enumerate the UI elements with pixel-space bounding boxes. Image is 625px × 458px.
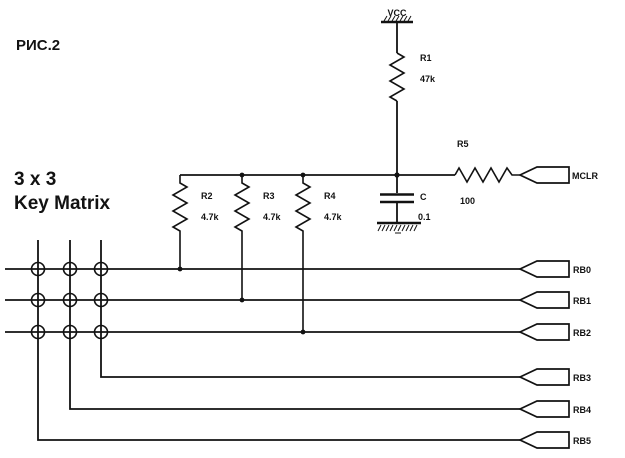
ground-symbol: [377, 221, 421, 234]
matrix-caption-line2: Key Matrix: [14, 193, 111, 214]
resistor-r3-body: [233, 175, 251, 300]
figure-title: РИС.2: [16, 37, 60, 54]
r4-value-label: 4.7k: [324, 212, 343, 222]
r3-value-label: 4.7k: [263, 212, 282, 222]
pin-rb5: RB5: [518, 431, 591, 449]
pin-rb5-flag: [518, 431, 570, 449]
ground-hatch: [377, 224, 418, 234]
key-switch: [30, 324, 46, 340]
junction-dot: [300, 329, 306, 335]
pin-rb1: RB1: [518, 291, 591, 309]
pin-rb3-label: RB3: [573, 373, 591, 383]
c-ref-label: C: [420, 192, 427, 202]
r5-value-label: 100: [460, 196, 475, 206]
wire-column-rb3: [100, 240, 520, 378]
pin-rb4: RB4: [518, 400, 591, 418]
junction-dot: [394, 172, 400, 178]
pin-rb1-flag: [518, 291, 570, 309]
wire-column-rb5: [37, 240, 520, 441]
c-value-label: 0.1: [418, 212, 431, 222]
vcc-symbol: VCC: [381, 8, 413, 24]
r4-ref-label: R4: [324, 191, 336, 201]
r1-value-label: 47k: [420, 74, 436, 84]
junction-dot: [300, 172, 306, 178]
resistor-r5: R5 100: [454, 139, 520, 206]
wire-column-rb4: [69, 240, 520, 410]
r3-ref-label: R3: [263, 191, 275, 201]
pin-mclr-flag: [518, 166, 570, 184]
junction-dots: [177, 172, 400, 335]
matrix-caption-line1: 3 x 3: [14, 169, 56, 190]
key-matrix: [30, 261, 109, 340]
key-switch: [93, 324, 109, 340]
junction-dot: [177, 266, 183, 272]
key-switch: [62, 292, 78, 308]
pin-rb2: RB2: [518, 323, 591, 341]
junction-dot: [239, 172, 245, 178]
vcc-label: VCC: [387, 8, 407, 18]
resistor-r3: R3 4.7k: [233, 175, 282, 300]
resistor-r2-body: [171, 175, 189, 269]
key-switch: [93, 292, 109, 308]
pin-rb2-label: RB2: [573, 328, 591, 338]
key-switch: [30, 292, 46, 308]
key-switch: [62, 261, 78, 277]
pin-rb4-flag: [518, 400, 570, 418]
pin-rb3: RB3: [518, 368, 591, 386]
pin-rb0: RB0: [518, 260, 591, 278]
r2-ref-label: R2: [201, 191, 213, 201]
pin-rb3-flag: [518, 368, 570, 386]
r5-ref-label: R5: [457, 139, 469, 149]
key-switch: [62, 324, 78, 340]
resistor-r2: R2 4.7k: [171, 175, 220, 269]
resistor-r1-body: [388, 52, 406, 102]
resistor-r4: R4 4.7k: [294, 175, 343, 332]
resistor-r4-body: [294, 175, 312, 332]
resistor-r5-body: [454, 166, 520, 184]
pin-rb0-label: RB0: [573, 265, 591, 275]
capacitor-c: C 0.1: [380, 175, 431, 223]
pin-mclr: MCLR: [518, 166, 598, 184]
pin-rb2-flag: [518, 323, 570, 341]
resistor-r1: R1 47k: [388, 52, 436, 102]
pin-rb0-flag: [518, 260, 570, 278]
r1-ref-label: R1: [420, 53, 432, 63]
pin-rb4-label: RB4: [573, 405, 591, 415]
r2-value-label: 4.7k: [201, 212, 220, 222]
junction-dot: [239, 297, 245, 303]
pin-mclr-label: MCLR: [572, 171, 598, 181]
key-switch: [30, 261, 46, 277]
vcc-rail-hatch: [383, 15, 412, 22]
pin-rb5-label: RB5: [573, 436, 591, 446]
pin-rb1-label: RB1: [573, 296, 591, 306]
key-switch: [93, 261, 109, 277]
